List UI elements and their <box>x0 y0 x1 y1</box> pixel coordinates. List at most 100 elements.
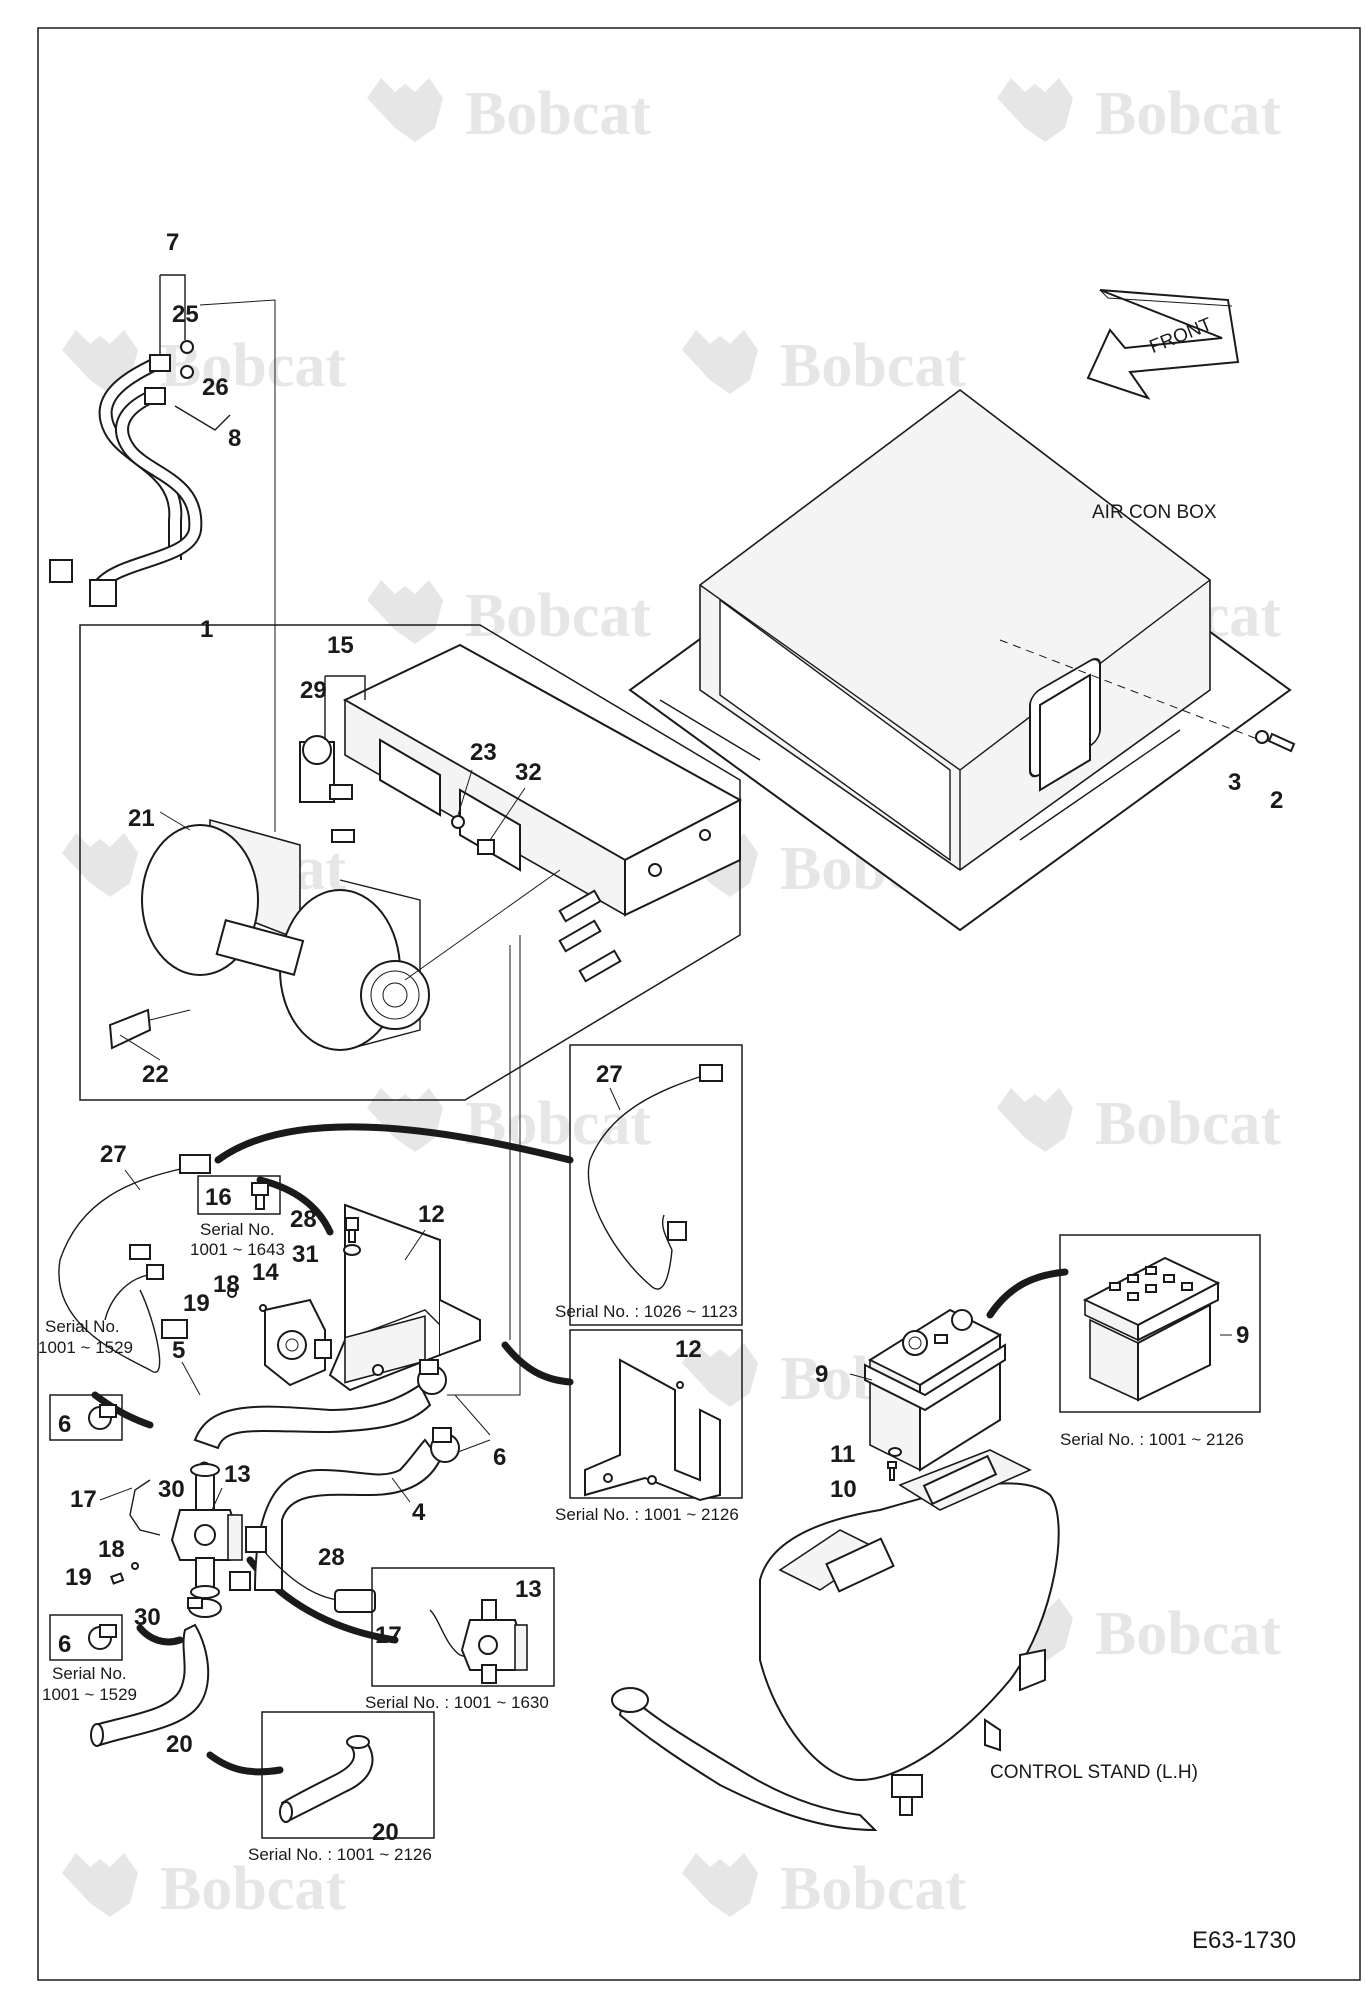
callout-9-main: 9 <box>815 1361 828 1388</box>
callout-20-inset: 20 <box>372 1819 399 1846</box>
watermark-logo-icon: Bobcat <box>997 1088 1281 1158</box>
callout-16: 16 <box>205 1184 232 1211</box>
watermark-logo-icon: Bobcat <box>682 330 966 400</box>
watermark-logo-icon: Bobcat <box>367 78 651 148</box>
callout-27-main: 27 <box>100 1141 127 1168</box>
inset-box-27 <box>569 1044 743 1326</box>
front-arrow-icon: FRONT <box>1086 289 1240 400</box>
screw-16-icon <box>251 1182 269 1210</box>
heater-hose-5 <box>193 1383 432 1450</box>
hose-clamp-6-inset-icon <box>88 1624 117 1650</box>
inset-box-13 <box>371 1567 555 1687</box>
callout-curve <box>214 1123 574 1164</box>
callout-25: 25 <box>172 301 199 328</box>
screw-10 <box>887 1461 897 1481</box>
serial-6a-line2: 1001 ~ 1529 <box>38 1338 133 1357</box>
drawing-frame <box>37 27 1361 1981</box>
callout-30-lower: 30 <box>134 1604 161 1631</box>
callout-22: 22 <box>142 1061 169 1088</box>
callout-19-lower: 19 <box>65 1564 92 1591</box>
callout-curve <box>256 1176 334 1236</box>
callout-27-inset: 27 <box>596 1061 623 1088</box>
callout-14: 14 <box>252 1259 279 1286</box>
air-con-box: AIR CON BOX <box>628 388 1292 932</box>
callout-curve <box>986 1268 1069 1319</box>
control-stand <box>611 1449 1060 1832</box>
svg-text:Bobcat: Bobcat <box>465 80 651 148</box>
serial-20: Serial No. : 1001 ~ 2126 <box>248 1845 432 1864</box>
callout-6-inset-c: 6 <box>58 1631 71 1658</box>
hose-20-inset <box>279 1735 374 1823</box>
svg-text:Bobcat: Bobcat <box>1095 1600 1281 1668</box>
callout-curve <box>501 1341 574 1386</box>
callout-18-upper: 18 <box>213 1271 240 1298</box>
callout-19-upper: 19 <box>183 1290 210 1317</box>
hvac-unit-1 <box>108 643 743 1051</box>
callout-6-right: 6 <box>493 1444 506 1471</box>
callout-3: 3 <box>1228 769 1241 796</box>
water-valve-13 <box>129 1461 243 1599</box>
watermark-logo-icon: Bobcat <box>62 1853 346 1923</box>
callout-15: 15 <box>327 632 354 659</box>
air-con-box-label: AIR CON BOX <box>1092 502 1217 523</box>
bolt-28 <box>345 1217 359 1243</box>
callout-10: 10 <box>830 1476 857 1503</box>
serial-27: Serial No. : 1026 ~ 1123 <box>555 1302 738 1321</box>
callout-12-inset: 12 <box>675 1336 702 1363</box>
callout-20-main: 20 <box>166 1731 193 1758</box>
inset-box-9 <box>1059 1234 1261 1413</box>
callout-26: 26 <box>202 374 229 401</box>
svg-text:Bobcat: Bobcat <box>780 1855 966 1923</box>
serial-6c-line1: Serial No. <box>52 1664 127 1683</box>
washer-11 <box>888 1447 902 1457</box>
wiring-harness-27-inset <box>587 1064 723 1290</box>
ac-control-panel-9-inset <box>1082 1256 1221 1402</box>
callout-4: 4 <box>412 1499 426 1526</box>
serial-9: Serial No. : 1001 ~ 2126 <box>1060 1430 1244 1449</box>
hose-20 <box>90 1623 210 1747</box>
wiring-harness-27 <box>58 1154 211 1373</box>
water-valve-13-inset <box>429 1599 528 1684</box>
watermark-logo-icon: Bobcat <box>682 1853 966 1923</box>
callout-13-main: 13 <box>224 1461 251 1488</box>
callout-23: 23 <box>470 739 497 766</box>
hose-clamp-6-inset-icon <box>88 1404 117 1430</box>
hvac-unit-group-outline <box>79 624 741 1101</box>
control-stand-label: CONTROL STAND (L.H) <box>990 1762 1198 1783</box>
callout-28-hose: 28 <box>318 1544 345 1571</box>
callout-curve <box>206 1751 284 1776</box>
svg-text:Bobcat: Bobcat <box>465 1090 651 1158</box>
hose-clamp-30-lower <box>187 1597 222 1618</box>
serial-16-line1: Serial No. <box>200 1220 275 1239</box>
serial-13: Serial No. : 1001 ~ 1630 <box>365 1693 549 1712</box>
callout-32: 32 <box>515 759 542 786</box>
callout-9-inset: 9 <box>1236 1322 1249 1349</box>
washer-31 <box>343 1244 361 1256</box>
svg-text:Bobcat: Bobcat <box>1095 1090 1281 1158</box>
callout-17-inset: 17 <box>375 1622 402 1649</box>
callout-12-main: 12 <box>418 1201 445 1228</box>
callout-28-bolt: 28 <box>290 1206 317 1233</box>
callout-1: 1 <box>200 616 213 643</box>
drawing-number: E63-1730 <box>1192 1927 1296 1954</box>
callout-30-upper: 30 <box>158 1476 185 1503</box>
svg-text:Bobcat: Bobcat <box>160 1855 346 1923</box>
callout-31: 31 <box>292 1241 319 1268</box>
bracket-12-inset <box>584 1358 721 1502</box>
watermark-logo-icon: Bobcat <box>367 580 651 650</box>
svg-text:Bobcat: Bobcat <box>465 582 651 650</box>
callout-6-inset-a: 6 <box>58 1411 71 1438</box>
inset-box-12 <box>569 1329 743 1499</box>
serial-6c-line2: 1001 ~ 1529 <box>42 1685 137 1704</box>
heater-hose-4 <box>253 1438 442 1591</box>
hose-28 <box>229 1526 376 1613</box>
callout-8: 8 <box>228 425 241 452</box>
callout-17-main: 17 <box>70 1486 97 1513</box>
callout-curve <box>136 1624 184 1646</box>
callout-18-lower: 18 <box>98 1536 125 1563</box>
serial-16-line2: 1001 ~ 1643 <box>190 1240 285 1259</box>
hose-clamp-6 <box>417 1359 460 1463</box>
refrigerant-pipes <box>49 274 276 832</box>
